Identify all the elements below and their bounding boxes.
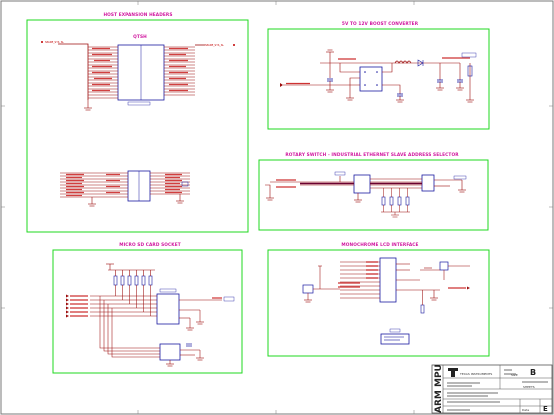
date-label: Date: [522, 408, 529, 412]
rotary-bus-wires: [265, 176, 463, 198]
section-rotary-switch: ROTARY SWITCH - INDUSTRIAL ETHERNET SLAV…: [258, 152, 489, 231]
lower-component-block: [181, 181, 189, 187]
boost-ic: [359, 66, 383, 92]
right-net-marker: [233, 44, 235, 46]
lcd-output-arrow-icon: [467, 286, 470, 290]
sd-pullup-rail: [106, 263, 155, 276]
title-block: ARM MPU TEXAS INSTRUMENTS SIZE B SHEETS …: [431, 364, 553, 414]
lcd-module-ref: [389, 328, 401, 333]
sd-net-labels: [70, 295, 222, 317]
lower-header-left-wires: [60, 172, 128, 198]
lcd-transistor: [302, 284, 314, 294]
rotary-net-labels: [276, 179, 296, 188]
lcd-resistor: [420, 304, 425, 314]
title-block-fill-text: [447, 369, 548, 411]
section-title: HOST EXPANSION HEADERS: [103, 12, 172, 18]
rotary-grounds: [266, 189, 466, 203]
boost-wires: [283, 52, 471, 95]
pulldown-wires: [381, 188, 410, 218]
lower-header-right-wires: [150, 172, 190, 195]
connector-label: QTSH: [133, 34, 147, 40]
sd-data-wires: [90, 285, 222, 328]
lcd-right-wires: [420, 265, 470, 280]
sd-grounds: [166, 321, 204, 367]
sd-socket: [156, 293, 180, 325]
upper-header-net-labels: [92, 47, 188, 92]
lcd-net-labels: [338, 261, 466, 289]
sd-switch-ic: [159, 343, 181, 361]
inductor: [394, 60, 412, 64]
section-host-expansion-headers: HOST EXPANSION HEADERS QTSH: [26, 12, 249, 233]
lcd-left-wires: [307, 265, 340, 300]
input-arrow-icon: [280, 83, 283, 87]
section-frame: [258, 159, 489, 231]
lcd-connector-wires: [340, 261, 440, 299]
section-title: 5V TO 12V BOOST CONVERTER: [342, 21, 419, 27]
left-bus-line: [58, 43, 89, 100]
sd-output-box: [223, 296, 235, 302]
buffer-ic: [421, 174, 435, 192]
lcd-connector: [379, 257, 397, 303]
boost-grounds: [326, 81, 474, 103]
output-net-label: [338, 57, 470, 60]
ic-pin-dot: [364, 84, 366, 86]
ic-pin-dot: [376, 84, 378, 86]
sheets-label: SHEETS: [523, 385, 535, 389]
left-net-marker: [41, 41, 43, 43]
ic-pin-dot: [364, 71, 366, 73]
sd-decoupling-cap: [186, 343, 192, 347]
lcd-module-text: [384, 336, 404, 341]
rotary-ref-box: [334, 171, 346, 176]
rev-label: E: [543, 405, 548, 413]
top-ground: [326, 49, 334, 53]
sd-net-arrows: [66, 294, 69, 318]
section-frame: [52, 249, 243, 374]
section-boost-converter: 5V TO 12V BOOST CONVERTER: [267, 21, 490, 130]
company-name: TEXAS INSTRUMENTS: [459, 372, 492, 376]
boost-diode: [417, 59, 424, 67]
ti-logo: [448, 368, 458, 377]
sd-pullup-resistors: [113, 275, 153, 286]
ic-pin-dot: [376, 71, 378, 73]
lcd-grounds: [304, 267, 438, 303]
sd-socket-ref: [159, 288, 177, 293]
section-frame: [267, 249, 490, 357]
section-title: MONOCHROME LCD INTERFACE: [341, 242, 418, 248]
buffer-ref-box: [453, 175, 467, 180]
sd-switch-bus: [99, 296, 201, 358]
lower-header-net-labels: [66, 173, 182, 197]
lower-ground-symbols: [88, 194, 184, 207]
boost-capacitors: [327, 78, 463, 97]
size-label: SIZE: [511, 373, 518, 377]
section-frame: [26, 19, 249, 233]
section-micro-sd: MICRO SD CARD SOCKET: [52, 242, 243, 374]
section-frame: [267, 28, 490, 130]
upper-ground-symbol: [84, 100, 92, 111]
section-lcd-interface: MONOCHROME LCD INTERFACE: [267, 242, 490, 357]
section-title: ROTARY SWITCH - INDUSTRIAL ETHERNET SLAV…: [285, 152, 459, 158]
lcd-module: [380, 333, 410, 345]
ti-logo-icon: [448, 368, 458, 377]
lcd-backlight-driver: [439, 261, 449, 271]
upper-header-footer: [127, 101, 151, 106]
size-value: B: [530, 368, 536, 377]
feedback-resistor: [467, 65, 473, 77]
rotary-switch-component: [353, 174, 371, 194]
section-title: MICRO SD CARD SOCKET: [119, 242, 181, 248]
output-net-box: [461, 52, 477, 58]
left-net-ref: SPARE_SYS_SL: [45, 40, 64, 44]
upper-header-right-wires: [164, 46, 195, 96]
right-net-ref: SPARE_SYS_SL: [205, 43, 224, 47]
pulldown-resistors: [381, 196, 410, 206]
upper-header-left-wires: [88, 46, 118, 99]
title-block-vertical-text: ARM MPU: [434, 364, 444, 413]
